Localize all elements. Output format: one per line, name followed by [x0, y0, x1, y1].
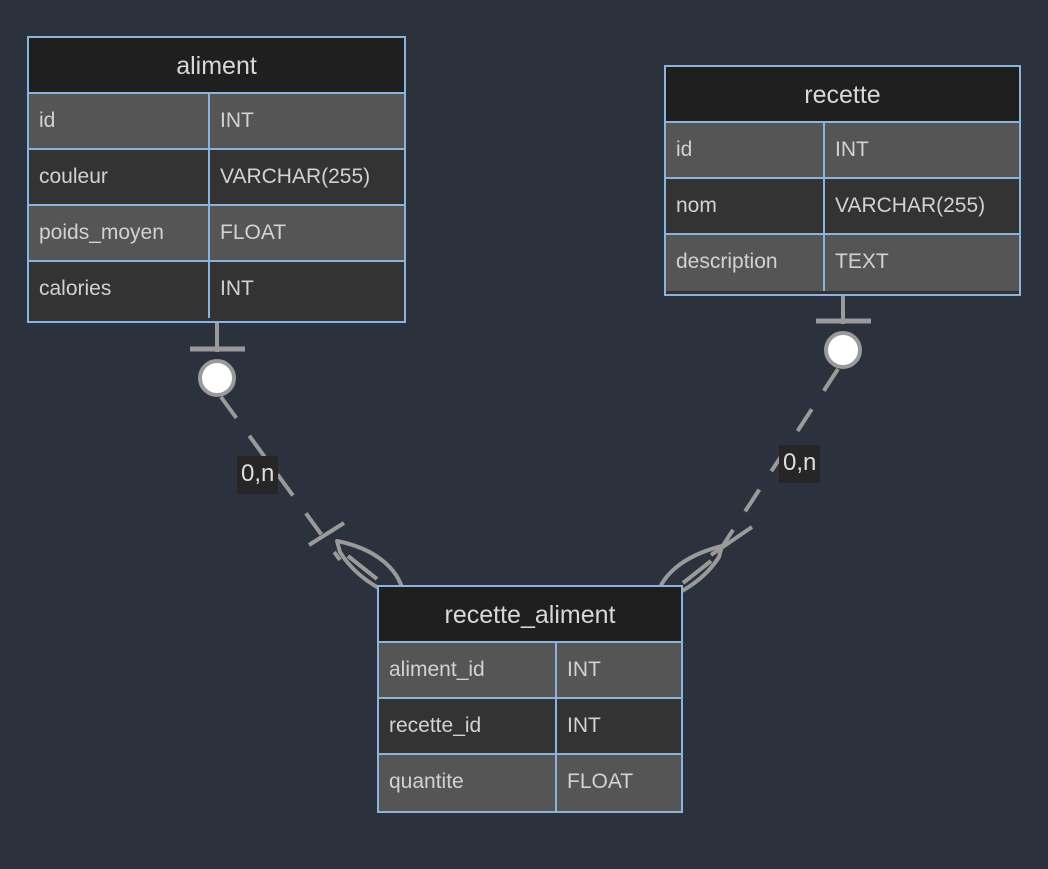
attribute-name: description	[666, 235, 825, 291]
entity-recette[interactable]: recette id INT nom VARCHAR(255) descript…	[664, 65, 1021, 296]
attribute-name: id	[666, 123, 825, 177]
marker-one-tick-aliment	[307, 521, 346, 547]
attribute-row[interactable]: couleur VARCHAR(255)	[29, 150, 404, 206]
attribute-name: calories	[29, 262, 210, 318]
attribute-row[interactable]: id INT	[666, 123, 1019, 179]
entity-title-recette: recette	[666, 67, 1019, 123]
marker-one-tick-recette	[709, 525, 754, 557]
attribute-name: poids_moyen	[29, 206, 210, 260]
attribute-type: TEXT	[835, 250, 889, 273]
marker-crowfoot-inner-recette	[681, 559, 713, 585]
attribute-name: quantite	[379, 755, 557, 811]
attribute-row[interactable]: description TEXT	[666, 235, 1019, 291]
marker-zero-circle-aliment	[198, 359, 236, 397]
attribute-row[interactable]: recette_id INT	[379, 699, 681, 755]
entity-recette_aliment[interactable]: recette_aliment aliment_id INT recette_i…	[377, 585, 683, 813]
attribute-type: INT	[567, 714, 601, 737]
attribute-name: recette_id	[379, 699, 557, 753]
cardinality-label-aliment: 0,n	[237, 456, 279, 494]
relationship-aliment-recette_aliment	[190, 323, 406, 600]
attribute-row[interactable]: poids_moyen FLOAT	[29, 206, 404, 262]
attribute-type: INT	[835, 138, 869, 161]
attribute-name: id	[29, 94, 210, 148]
attribute-type: INT	[220, 109, 254, 132]
entity-title-aliment: aliment	[29, 38, 404, 94]
attribute-type: VARCHAR(255)	[835, 194, 986, 217]
attribute-type: VARCHAR(255)	[220, 165, 371, 188]
attribute-name: nom	[666, 179, 825, 233]
attribute-name: aliment_id	[379, 643, 557, 697]
entity-aliment[interactable]: aliment id INT couleur VARCHAR(255) poid…	[27, 36, 406, 323]
marker-zero-circle-recette	[824, 331, 862, 369]
attribute-type: FLOAT	[567, 770, 634, 793]
attribute-type: FLOAT	[220, 221, 287, 244]
attribute-row[interactable]: nom VARCHAR(255)	[666, 179, 1019, 235]
attribute-type: INT	[567, 658, 601, 681]
attribute-type: INT	[220, 277, 254, 300]
attribute-row[interactable]: id INT	[29, 94, 404, 150]
entity-title-recette_aliment: recette_aliment	[379, 587, 681, 643]
attribute-row[interactable]: calories INT	[29, 262, 404, 318]
attribute-name: couleur	[29, 150, 210, 204]
relationship-recette-recette_aliment	[654, 296, 871, 603]
cardinality-label-recette: 0,n	[779, 445, 821, 483]
attribute-row[interactable]: quantite FLOAT	[379, 755, 681, 811]
marker-crowfoot-inner-aliment	[346, 554, 379, 581]
attribute-row[interactable]: aliment_id INT	[379, 643, 681, 699]
